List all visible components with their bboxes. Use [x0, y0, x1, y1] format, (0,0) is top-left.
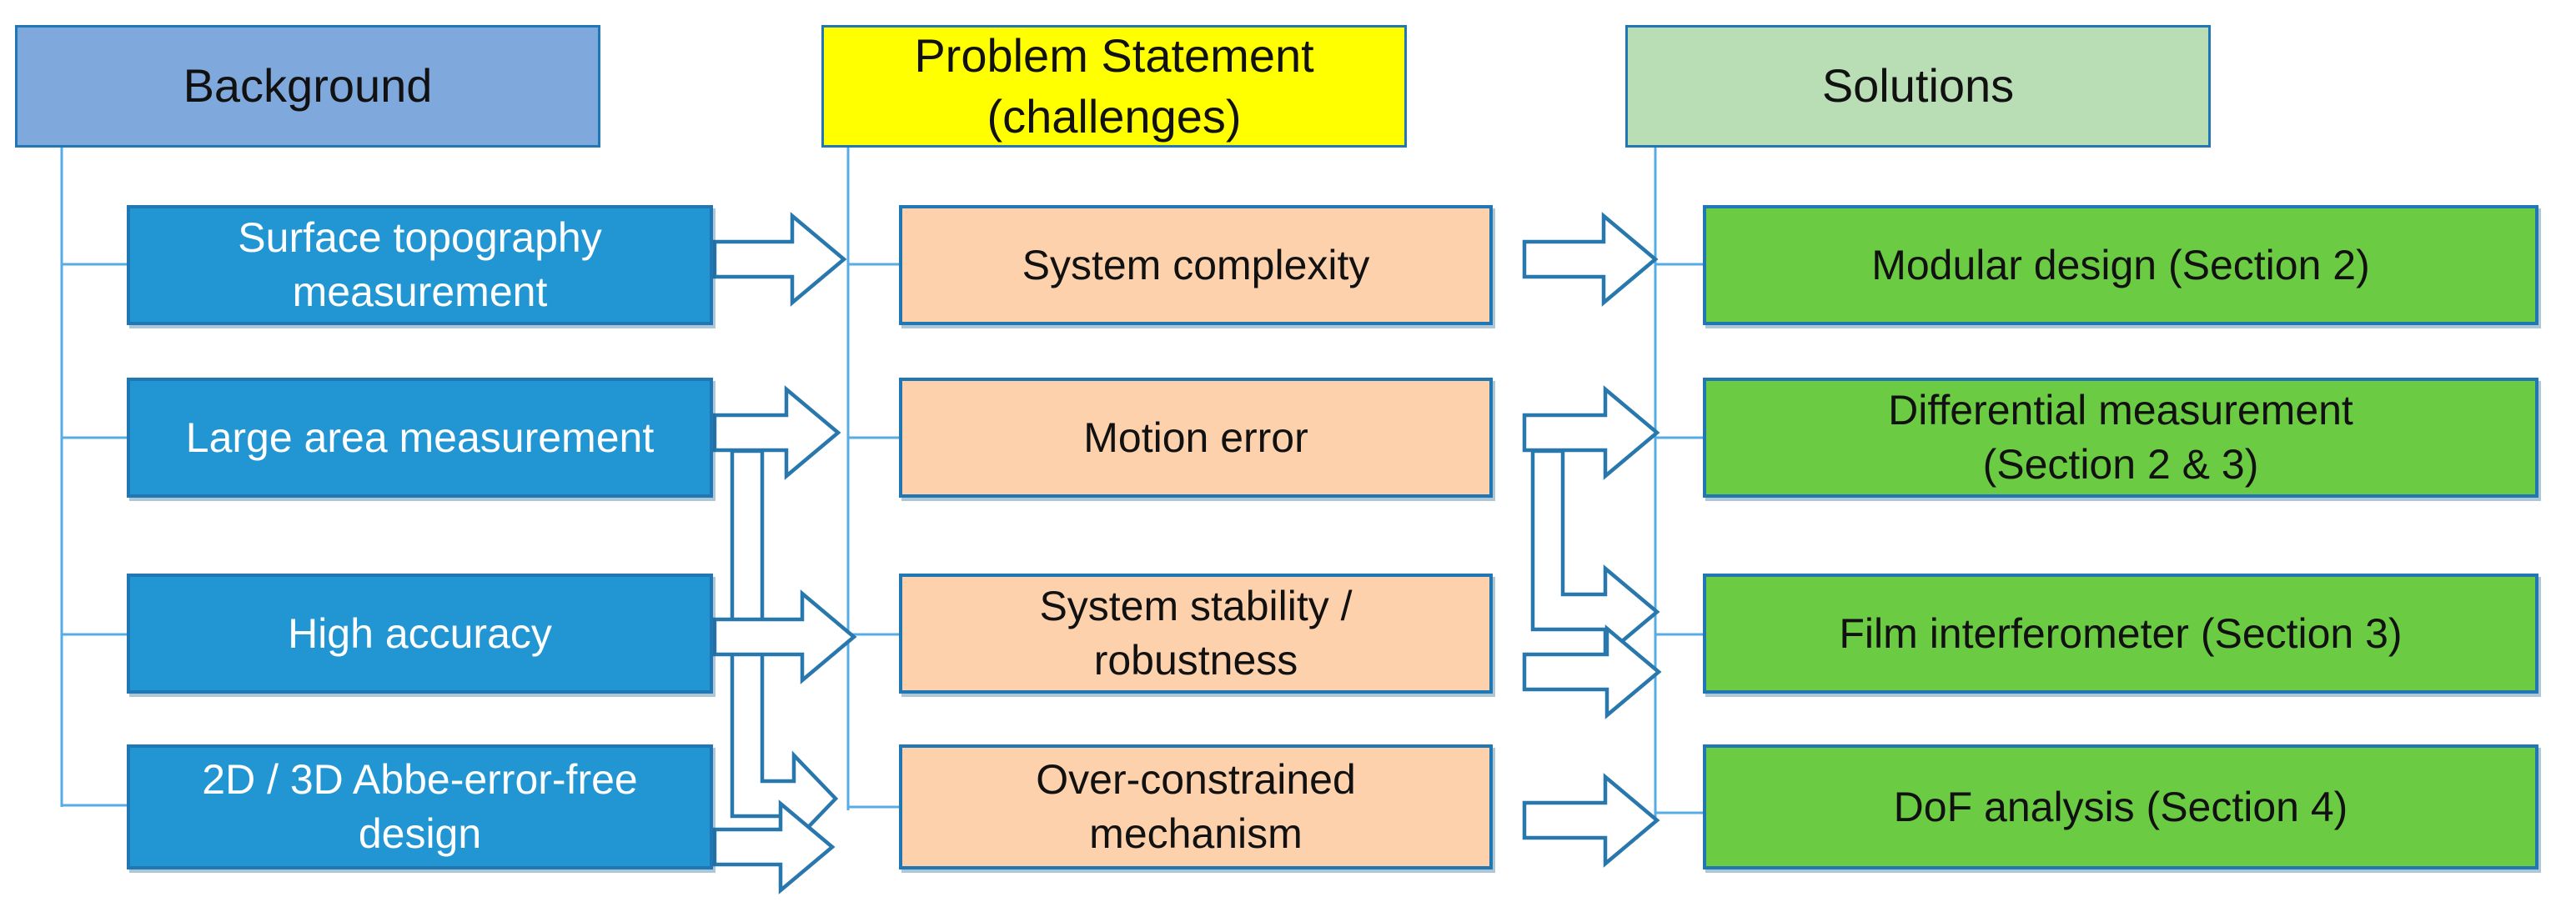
box-differential-measurement: Differential measurement (Section 2 & 3)	[1703, 378, 2538, 498]
box-system-stability: System stability / robustness	[899, 574, 1493, 694]
box-large-area: Large area measurement	[127, 378, 713, 498]
arrow-largearea-to-motionerror	[712, 385, 841, 480]
arrow-surface-to-complexity	[712, 212, 847, 307]
solutions-tree-lines	[1654, 148, 1703, 820]
arrow-motionerror-to-film-elbow	[1530, 448, 1660, 659]
box-system-complexity: System complexity	[899, 205, 1493, 325]
box-film-interferometer: Film interferometer (Section 3)	[1703, 574, 2538, 694]
box-surface-topography: Surface topography measurement	[127, 205, 713, 325]
arrow-abbe-to-overconstrained	[712, 799, 836, 894]
box-modular-design: Modular design (Section 2)	[1703, 205, 2538, 325]
box-dof-analysis: DoF analysis (Section 4)	[1703, 744, 2538, 869]
problems-tree-lines	[846, 148, 899, 810]
box-abbe-error-free: 2D / 3D Abbe-error-free design	[127, 744, 713, 869]
arrow-largearea-to-overconstrained-elbow	[730, 448, 839, 847]
box-over-constrained: Over-constrained mechanism	[899, 744, 1493, 869]
arrow-overconstrained-to-dof	[1522, 773, 1660, 868]
arrow-stability-to-film	[1522, 624, 1662, 719]
arrow-motionerror-to-differential	[1522, 385, 1660, 480]
arrow-accuracy-to-stability	[712, 589, 857, 684]
arrow-complexity-to-modular	[1522, 212, 1659, 307]
background-tree-lines	[60, 148, 127, 807]
header-problem-statement: Problem Statement (challenges)	[821, 25, 1407, 148]
header-solutions: Solutions	[1625, 25, 2211, 148]
box-high-accuracy: High accuracy	[127, 574, 713, 694]
box-motion-error: Motion error	[899, 378, 1493, 498]
header-background: Background	[15, 25, 600, 148]
